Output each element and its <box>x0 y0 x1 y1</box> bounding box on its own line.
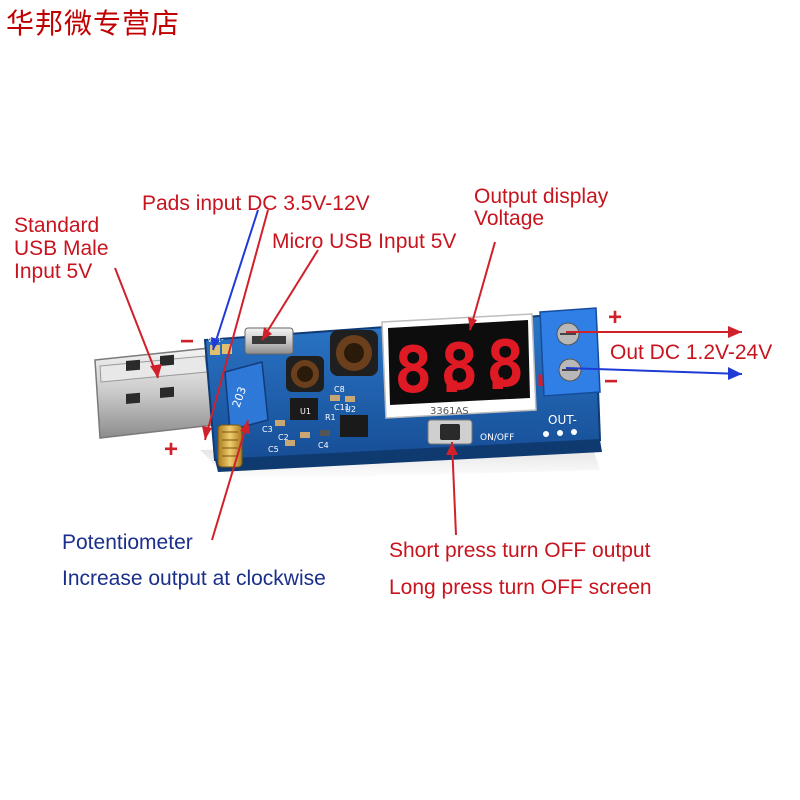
svg-text:U1: U1 <box>300 407 311 416</box>
label-short-press: Short press turn OFF output <box>389 539 651 562</box>
arrow-out-minus <box>565 367 743 375</box>
svg-text:C3: C3 <box>262 425 273 434</box>
label-out-dc: Out DC 1.2V-24V <box>610 341 773 364</box>
sign-minus-usb: − <box>180 328 195 355</box>
label-increase-output: Increase output at clockwise <box>62 567 326 590</box>
label-standard-usb-line1: Standard <box>14 214 100 237</box>
digit-2: 8. <box>440 331 517 405</box>
digit-1: 8. <box>394 334 471 408</box>
sign-plus-usb: + <box>164 436 179 463</box>
smd-components <box>275 395 355 446</box>
inductor-small <box>286 356 324 392</box>
annotation-arrows <box>114 209 743 541</box>
svg-text:U2: U2 <box>345 405 356 414</box>
label-micro-usb: Micro USB Input 5V <box>272 230 457 253</box>
arrow-pads-red <box>204 209 269 441</box>
sign-plus-out: + <box>608 304 623 331</box>
svg-text:C4: C4 <box>318 441 329 450</box>
out-minus-print: OUT- <box>548 413 577 427</box>
arrow-potentiometer <box>211 419 249 541</box>
on-off-print: ON/OFF <box>480 433 514 443</box>
label-potentiometer: Potentiometer <box>62 531 193 554</box>
watermark-text: 华邦微专营店 <box>6 7 181 40</box>
svg-text:C11: C11 <box>334 403 350 412</box>
screw-terminal: OUT- <box>539 307 601 437</box>
display-digits: 8. 8. 8. <box>394 328 563 408</box>
svg-text:C2: C2 <box>278 433 289 442</box>
label-output-display-line1: Output display <box>474 185 609 208</box>
sign-minus-out: − <box>604 368 619 395</box>
svg-text:R1: R1 <box>325 413 336 422</box>
label-pads-input: Pads input DC 3.5V-12V <box>142 192 370 215</box>
ic-chip-u1 <box>290 398 368 437</box>
usb-male-connector <box>94 347 215 439</box>
arrow-pads-blue <box>212 209 259 351</box>
display-part-print: 3361AS <box>430 406 469 417</box>
arrow-button <box>451 441 457 536</box>
potentiometer-part: 203 <box>217 361 269 468</box>
seven-segment-display: 8. 8. 8. 3361AS <box>381 313 563 419</box>
arrow-micro-usb <box>261 249 319 341</box>
inductor-large <box>330 330 378 376</box>
label-output-display-line2: Voltage <box>474 207 545 230</box>
arrow-display <box>469 241 496 331</box>
component-labels: C8 C11 R1 U2 U1 C3 C2 C4 C5 <box>262 385 356 454</box>
arrow-usb-male <box>114 267 159 379</box>
svg-text:C5: C5 <box>268 445 279 454</box>
label-long-press: Long press turn OFF screen <box>389 576 652 599</box>
on-off-push-button: ON/OFF <box>427 419 514 445</box>
label-standard-usb-line2: USB Male <box>14 237 109 260</box>
svg-text:C8: C8 <box>334 385 345 394</box>
label-standard-usb-line3: Input 5V <box>14 260 93 283</box>
